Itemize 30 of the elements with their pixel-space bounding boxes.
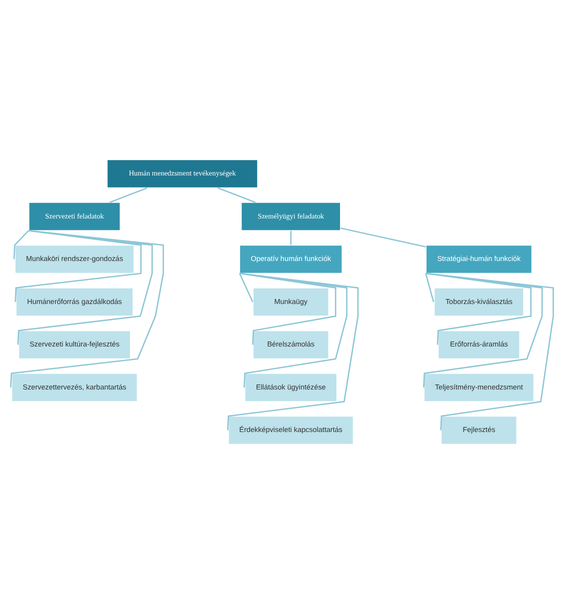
node-box: Szervezeti kultúra-fejlesztés xyxy=(18,330,131,359)
node-box: Humánerőforrás gazdálkodás xyxy=(16,286,134,316)
node-box: Teljesítmény-menedzsment xyxy=(424,372,534,402)
node-box: Munkaügy xyxy=(252,286,330,316)
connector xyxy=(340,226,426,248)
node-box: Érdekképviseleti kapcsolattartás xyxy=(228,415,354,444)
connector xyxy=(218,186,256,202)
connector xyxy=(423,272,543,388)
connector xyxy=(13,230,29,259)
connector xyxy=(426,272,532,344)
node-box: Bérelszámolás xyxy=(252,330,330,359)
connector xyxy=(239,272,336,344)
connector xyxy=(425,272,434,302)
node-box: Operatív humán funkciók xyxy=(239,244,343,274)
node-box: Munkaköri rendszer-gondozás xyxy=(14,244,135,274)
connector xyxy=(227,272,359,430)
node-box: Erőforrás-áramlás xyxy=(438,330,520,359)
connector xyxy=(426,272,554,430)
connector xyxy=(238,272,254,302)
node-box: Szervezettervezés, karbantartás xyxy=(11,372,138,402)
node-box: Stratégiai-humán funkciók xyxy=(426,244,532,274)
node-box: Toborzás-kiválasztás xyxy=(434,286,524,316)
connector xyxy=(110,186,148,202)
connector xyxy=(17,230,153,344)
connector xyxy=(10,230,164,388)
connector xyxy=(290,230,292,244)
node-box: Fejlesztés xyxy=(440,415,518,444)
connector xyxy=(14,230,142,302)
node-box: Ellátások ügyintézése xyxy=(244,372,338,402)
connector xyxy=(240,272,348,388)
